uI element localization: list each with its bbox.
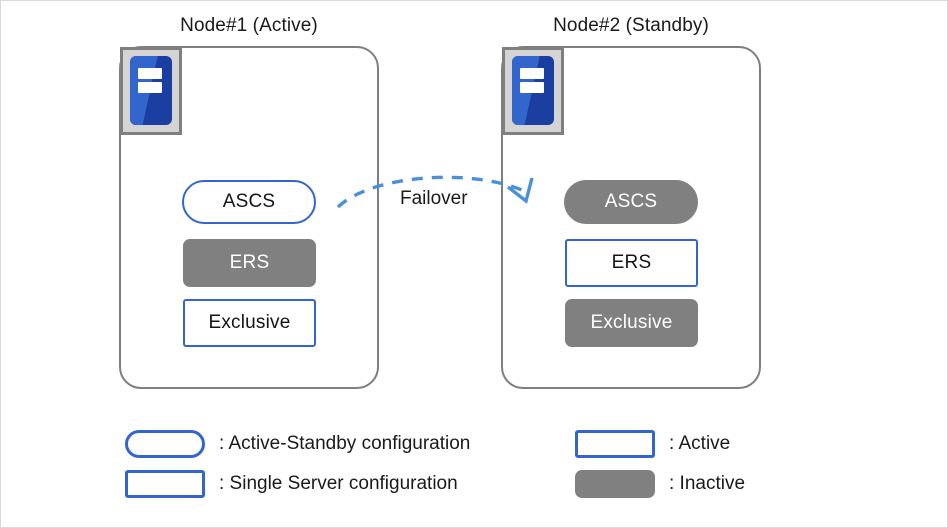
node1-service-ascs[interactable]: ASCS bbox=[182, 180, 316, 224]
server-icon bbox=[502, 47, 564, 135]
legend-label-active: : Active bbox=[669, 433, 731, 454]
node1-service-ascs-label: ASCS bbox=[222, 191, 276, 212]
legend-swatch-pill-outline bbox=[125, 430, 205, 458]
node1-service-exclusive-label: Exclusive bbox=[208, 312, 291, 333]
node2-service-ascs[interactable]: ASCS bbox=[564, 180, 698, 224]
node2-service-ascs-label: ASCS bbox=[604, 191, 658, 212]
failover-label: Failover bbox=[400, 188, 468, 209]
failover-arrow-icon bbox=[336, 175, 534, 209]
legend-swatch-active bbox=[575, 430, 655, 458]
node2-box: ASCS ERS Exclusive bbox=[501, 46, 761, 389]
node2-service-exclusive[interactable]: Exclusive bbox=[565, 299, 698, 347]
legend-item-active-standby: : Active-Standby configuration bbox=[125, 430, 470, 458]
node1-box: ASCS ERS Exclusive bbox=[119, 46, 379, 389]
legend-item-active: : Active bbox=[575, 430, 730, 458]
server-icon-screen bbox=[130, 56, 172, 125]
node2-title: Node#2 (Standby) bbox=[553, 15, 709, 36]
node1-service-exclusive[interactable]: Exclusive bbox=[183, 299, 316, 347]
node2-service-ers[interactable]: ERS bbox=[565, 239, 698, 287]
server-icon-screen bbox=[512, 56, 554, 125]
node1-service-ers-label: ERS bbox=[229, 252, 270, 273]
legend-label-inactive: : Inactive bbox=[669, 473, 746, 494]
legend-label-active-standby: : Active-Standby configuration bbox=[219, 433, 471, 454]
node2-service-ers-label: ERS bbox=[611, 252, 652, 273]
server-icon-bar-top bbox=[520, 68, 544, 80]
node2-service-exclusive-label: Exclusive bbox=[590, 312, 673, 333]
server-icon bbox=[120, 47, 182, 135]
server-icon-bar-top bbox=[138, 68, 162, 80]
server-icon-bar-bottom bbox=[520, 82, 544, 94]
legend-item-inactive: : Inactive bbox=[575, 470, 745, 498]
legend-item-single-server: : Single Server configuration bbox=[125, 470, 458, 498]
node1-title: Node#1 (Active) bbox=[180, 15, 318, 36]
legend-label-single-server: : Single Server configuration bbox=[219, 473, 458, 494]
server-icon-bar-bottom bbox=[138, 82, 162, 94]
node1-service-ers[interactable]: ERS bbox=[183, 239, 316, 287]
legend-swatch-inactive bbox=[575, 470, 655, 498]
legend-swatch-rect-outline bbox=[125, 470, 205, 498]
